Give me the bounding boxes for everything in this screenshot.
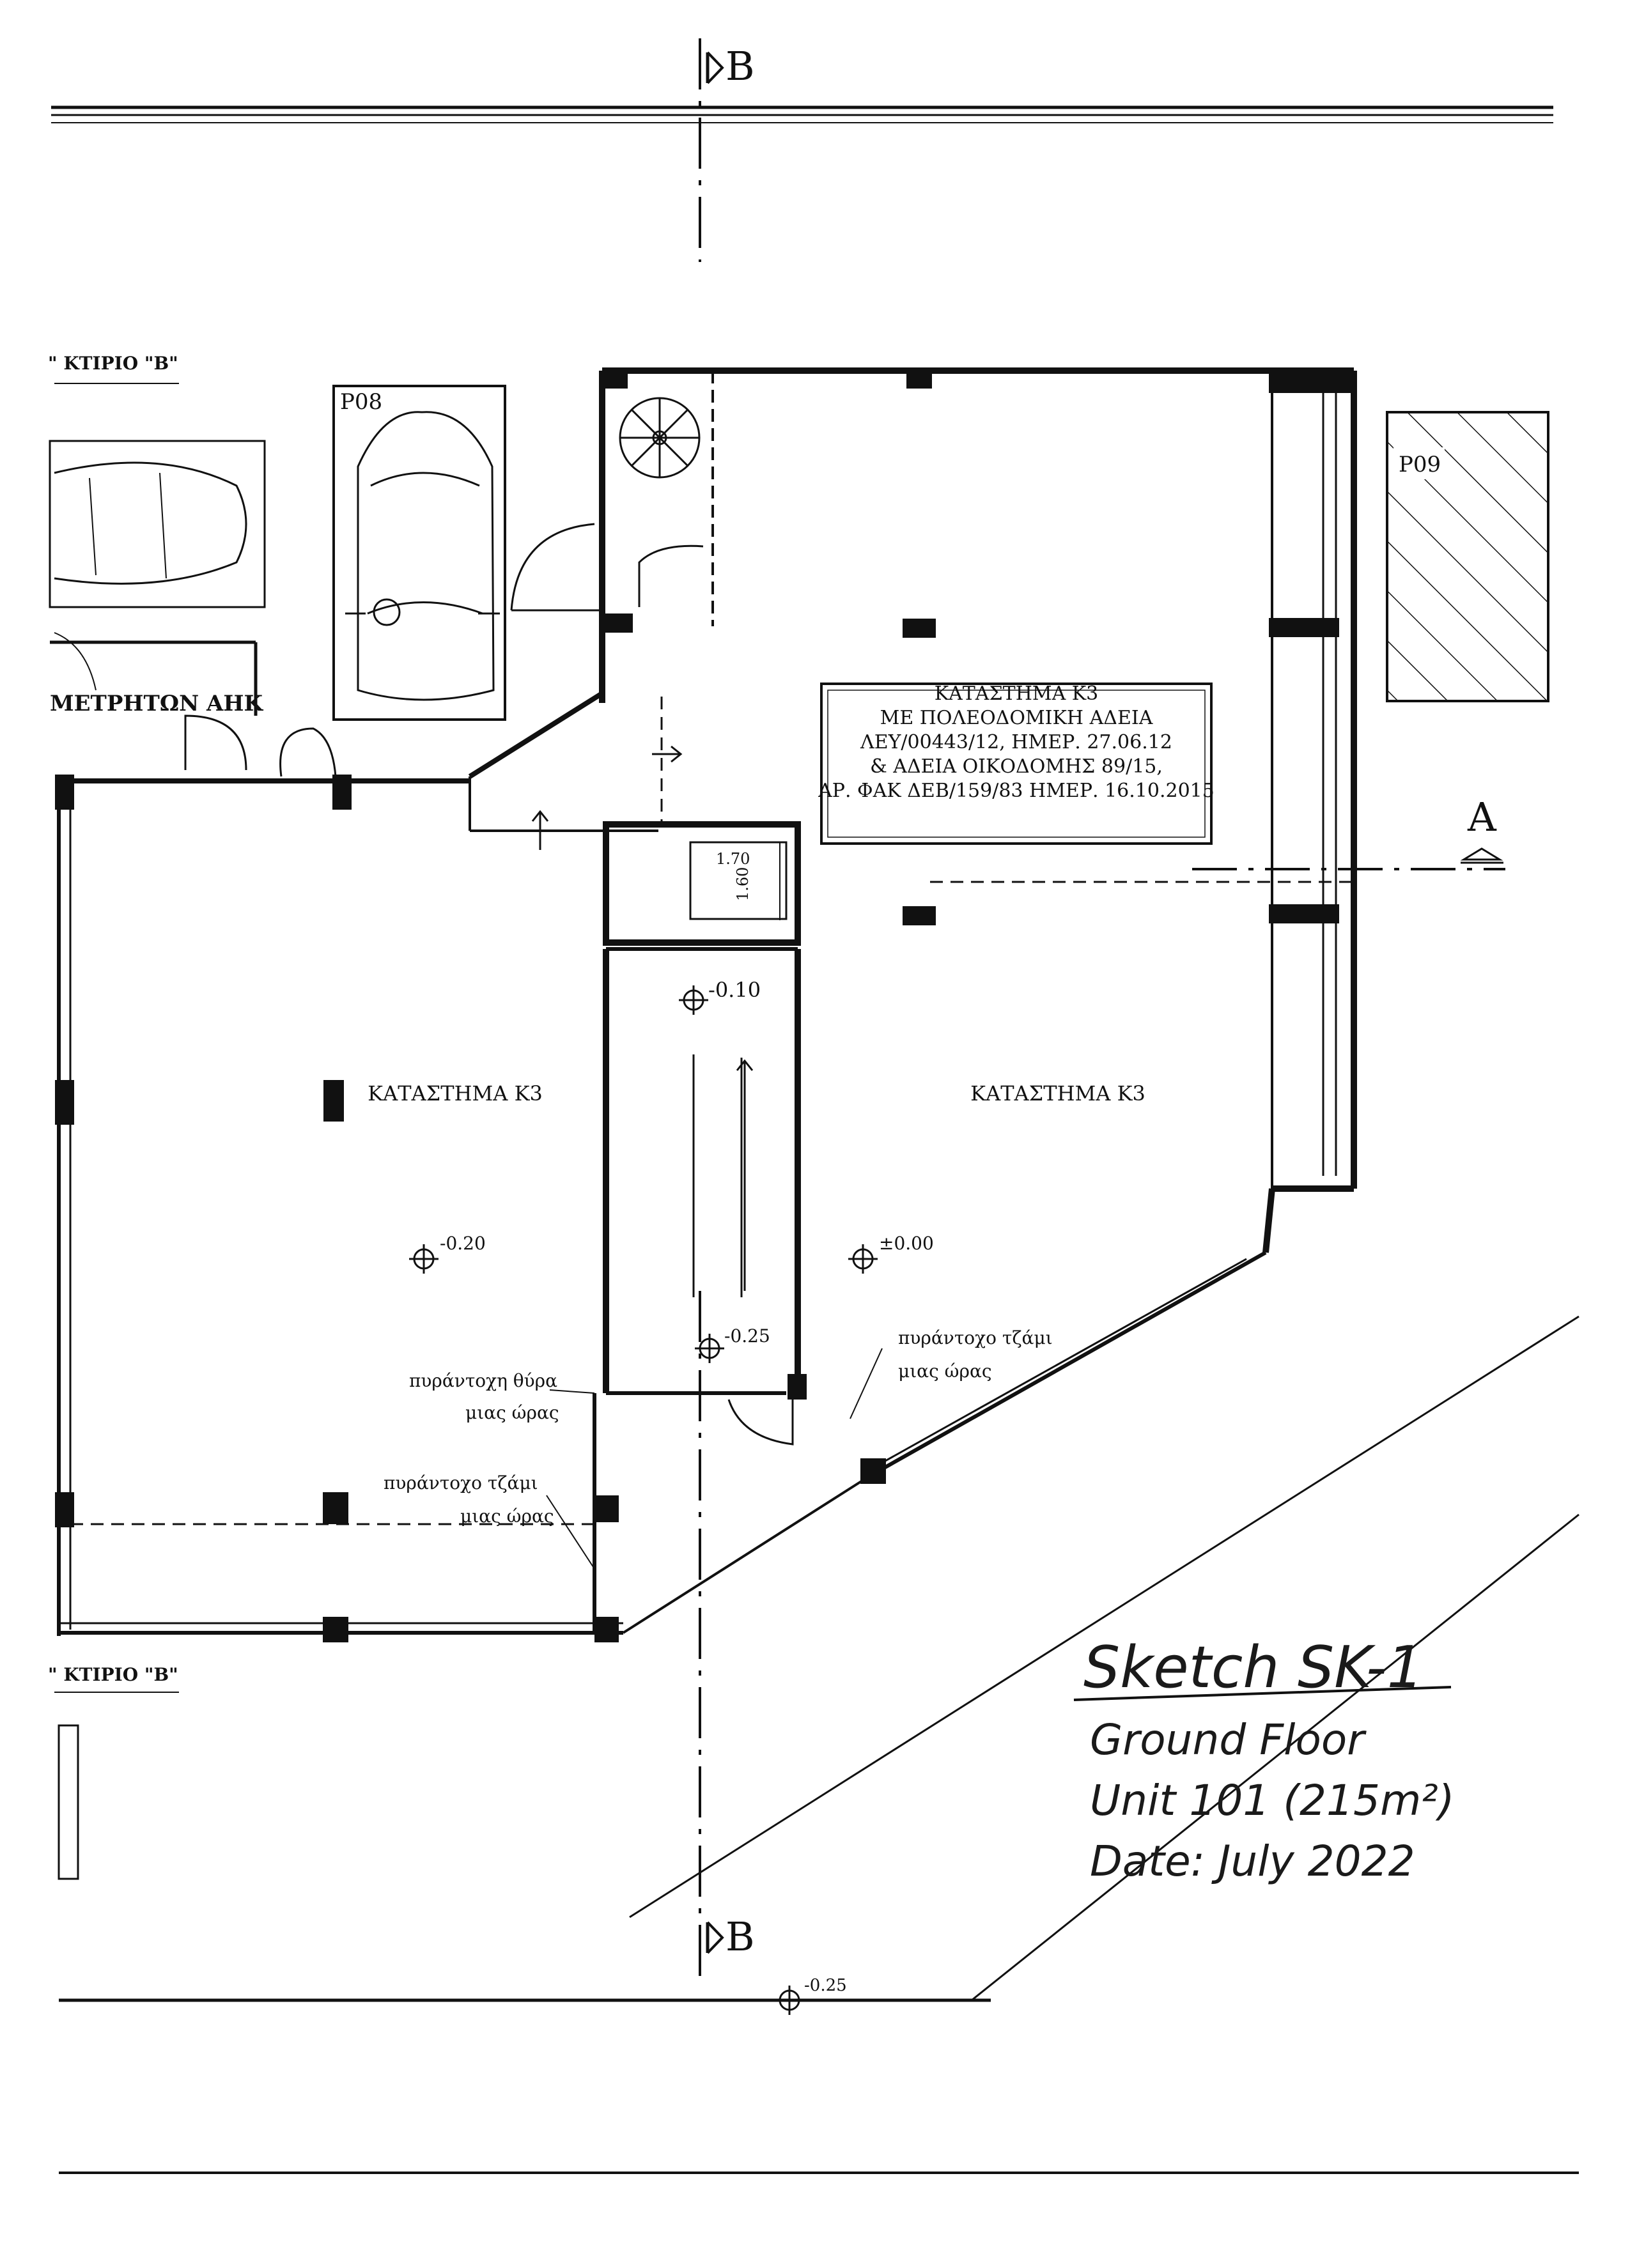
- room-label-left: ΚΑΤΑΣΤΗΜΑ Κ3: [368, 1081, 543, 1106]
- fire-glass-left-note-1: πυράντοχο τζάμι: [384, 1472, 538, 1493]
- level-corridor: -0.25: [724, 1325, 770, 1346]
- walls: [57, 367, 1357, 1636]
- room-label-right: ΚΑΤΑΣΤΗΜΑ Κ3: [970, 1081, 1145, 1106]
- parking-bay-left: [49, 440, 266, 691]
- building-b-label-top: " ΚΤΙΡΙΟ "Β": [48, 353, 178, 374]
- level-left: -0.20: [440, 1233, 486, 1254]
- fire-glass-right-note-2: μιας ώρας: [898, 1361, 992, 1382]
- sketch-line-1: Ground Floor: [1090, 1715, 1367, 1764]
- fire-door-note-2: μιας ώρας: [465, 1402, 559, 1423]
- parking-bay-p08: [332, 385, 506, 721]
- sketch-title: Sketch SK-1: [1083, 1634, 1424, 1701]
- permit-line-1: ΚΑΤΑΣΤΗΜΑ Κ3: [935, 683, 1099, 705]
- fire-glass-left-note-2: μιας ώρας: [460, 1506, 554, 1527]
- site-boundary-lines: [58, 1315, 1580, 2174]
- permit-line-5: ΑΡ. ΦΑΚ ΔΕΒ/159/83 ΗΜΕΡ. 16.10.2015: [818, 780, 1215, 802]
- sketch-title-underline: [1073, 1686, 1452, 1701]
- doors: [279, 523, 794, 1446]
- lift-depth: 1.60: [734, 867, 752, 901]
- section-mark-a: A: [1467, 794, 1497, 840]
- section-line-a: [1192, 847, 1505, 870]
- fire-door-note-1: πυράντοχη θύρα: [409, 1370, 557, 1391]
- parking-label-p08: P08: [340, 389, 382, 415]
- level-stair: -0.10: [708, 978, 761, 1002]
- fire-glass-right-note-1: πυράντοχο τζάμι: [898, 1327, 1053, 1348]
- fire-glass-right-leader: [850, 1348, 883, 1419]
- meters-room: [50, 640, 258, 771]
- section-mark-b-top: B: [726, 43, 755, 89]
- permit-line-3: ΛΕΥ/00443/12, ΗΜΕΡ. 27.06.12: [860, 731, 1172, 753]
- permit-line-4: & ΑΔΕΙΑ ΟΙΚΟΔΟΜΗΣ 89/15,: [870, 755, 1163, 778]
- fire-door-leader: [549, 1389, 595, 1394]
- permit-box: [820, 683, 1213, 845]
- fire-glass-left-leader: [546, 1495, 595, 1570]
- level-outside: -0.25: [804, 1976, 847, 1995]
- sketch-line-2: Unit 101 (215m²): [1090, 1776, 1455, 1825]
- parking-label-p09-bg: [1393, 447, 1445, 479]
- dashed-lines: [70, 697, 1354, 1525]
- lift-width: 1.70: [716, 850, 750, 868]
- columns: [55, 367, 1352, 1642]
- section-line-b: [699, 38, 724, 1987]
- parking-label-p09: P09: [1399, 452, 1441, 477]
- building-b-label-bottom: " ΚΤΙΡΙΟ "Β": [48, 1664, 178, 1685]
- section-mark-b-bottom: B: [726, 1913, 755, 1960]
- sketch-line-3: Date: July 2022: [1090, 1837, 1415, 1886]
- parking-bay-p09: [1386, 411, 1549, 702]
- level-markers: [409, 985, 878, 2015]
- permit-line-2: ΜΕ ΠΟΛΕΟΔΟΜΙΚΗ ΑΔΕΙΑ: [880, 707, 1153, 729]
- level-right: ±0.00: [879, 1233, 934, 1254]
- spiral-staircase: [619, 397, 701, 479]
- meters-room-label: ΜΕΤΡΗΤΩΝ ΑΗΚ: [50, 691, 264, 716]
- top-boundary-line: [51, 105, 1553, 123]
- flow-arrows: [531, 745, 754, 1291]
